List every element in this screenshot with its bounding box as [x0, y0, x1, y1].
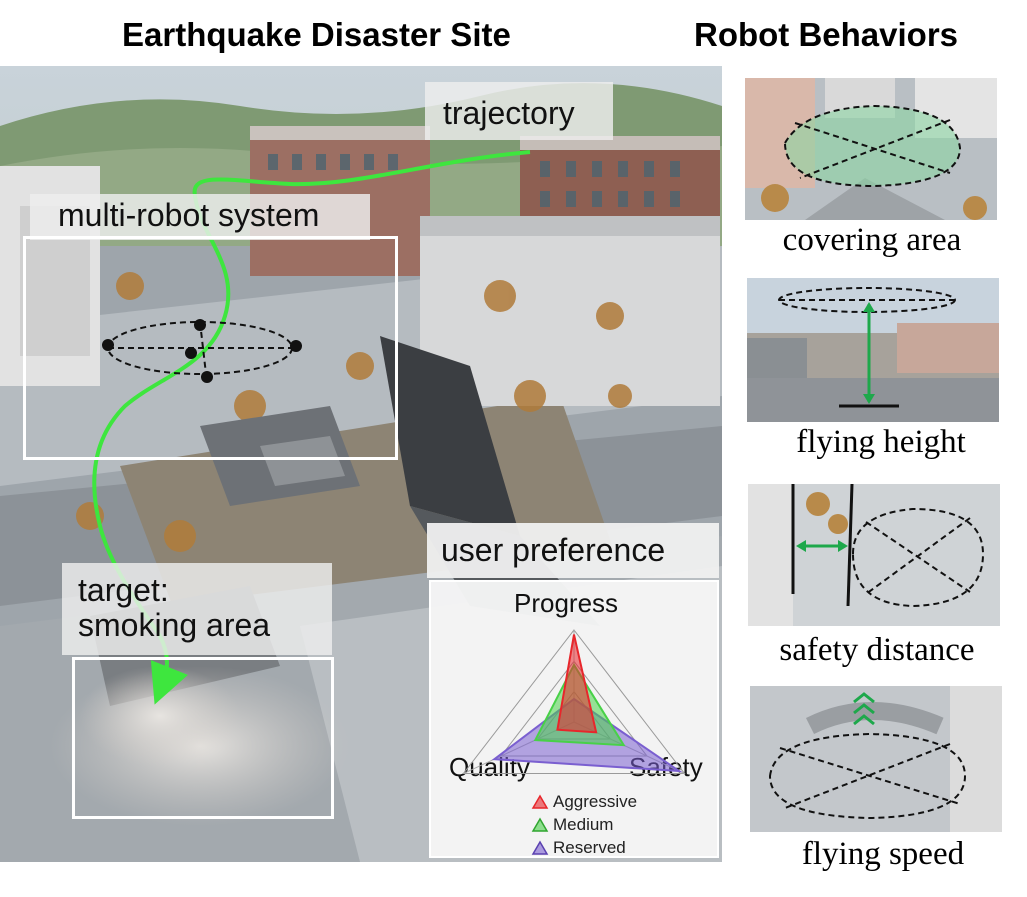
- legend-label-reserved: Reserved: [553, 837, 626, 857]
- preference-radar-chart: [462, 629, 686, 775]
- safety-distance-icon: [748, 484, 1000, 626]
- radar-grid-0: [462, 629, 686, 775]
- chart-legend: Aggressive Medium Reserved: [531, 790, 637, 859]
- flying-height-icon: [747, 278, 999, 422]
- behavior-caption-flying-height: flying height: [796, 424, 966, 460]
- behavior-thumb-safety-distance: [748, 484, 1000, 626]
- scene-heading: Earthquake Disaster Site: [122, 16, 511, 53]
- legend-swatch-aggressive: [531, 794, 549, 809]
- legend-swatch-reserved: [531, 840, 549, 855]
- legend-item-medium: Medium: [531, 813, 637, 836]
- preference-chart-panel: Progress Quality Safety Aggressive Mediu…: [429, 580, 719, 858]
- behaviors-heading: Robot Behaviors: [694, 16, 959, 53]
- flying-speed-icon: [750, 686, 1002, 832]
- target-box: [72, 657, 334, 819]
- behavior-caption-flying-speed: flying speed: [801, 836, 965, 872]
- legend-label-medium: Medium: [553, 814, 614, 834]
- multi-robot-callout: multi-robot system: [30, 194, 370, 240]
- covering-area-icon: [745, 78, 997, 220]
- legend-item-aggressive: Aggressive: [531, 790, 637, 813]
- target-area-label: smoking area: [78, 606, 271, 643]
- axis-label-progress: Progress: [514, 588, 619, 618]
- radar-series-aggressive: [556, 634, 598, 734]
- multi-robot-box: [23, 236, 398, 460]
- trajectory-callout: trajectory: [425, 82, 613, 140]
- legend-swatch-medium: [531, 817, 549, 832]
- behavior-thumb-flying-height: [747, 278, 999, 422]
- behavior-caption-covering-area: covering area: [782, 222, 962, 258]
- target-callout: target: smoking area: [62, 563, 332, 655]
- behavior-thumb-covering-area: [745, 78, 997, 220]
- behavior-thumb-flying-speed: [750, 686, 1002, 832]
- legend-item-reserved: Reserved: [531, 836, 637, 859]
- user-preference-callout: user preference: [427, 523, 719, 578]
- behavior-caption-safety-distance: safety distance: [779, 632, 975, 668]
- disaster-scene: trajectory multi-robot system target: sm…: [0, 66, 722, 862]
- legend-label-aggressive: Aggressive: [553, 791, 638, 811]
- target-label: target:: [78, 572, 169, 608]
